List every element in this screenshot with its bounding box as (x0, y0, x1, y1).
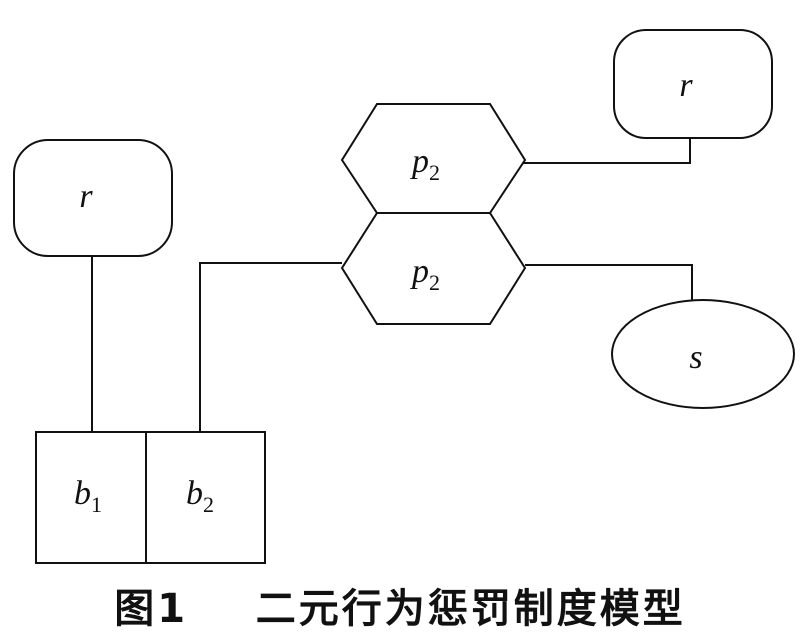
behavior-box-b1-sub: 1 (91, 492, 102, 517)
figure-title: 二元行为惩罚制度模型 (255, 586, 686, 632)
penalty-hexagon-top-label: p (410, 143, 429, 180)
svg-text:r: r (679, 67, 693, 104)
role-node-left-label: r (79, 178, 93, 215)
behavior-box-b2-sub: 2 (203, 492, 214, 517)
behavior-box-b2: b2 (145, 431, 266, 564)
figure-number: 图1 (114, 586, 189, 632)
figure-caption: 图1 二元行为惩罚制度模型 (0, 582, 800, 636)
svg-text:p2: p2 (410, 143, 440, 185)
role-node-right: r (613, 29, 773, 139)
sanction-ellipse-label: s (689, 339, 702, 376)
svg-text:b1: b1 (74, 475, 102, 517)
role-node-left: r (13, 139, 173, 257)
connector-b2-to-p2-bottom (199, 262, 342, 432)
penalty-hexagon-top: p2 (340, 103, 527, 214)
behavior-box-b1-label: b (74, 475, 91, 512)
behavior-box-b2-label: b (186, 475, 203, 512)
connector-p2-bottom-to-s (525, 264, 693, 300)
sanction-ellipse: s (611, 299, 795, 409)
penalty-hexagon-bottom-sub: 2 (429, 270, 440, 295)
svg-text:p2: p2 (410, 253, 440, 295)
svg-text:b2: b2 (186, 475, 214, 517)
svg-text:s: s (689, 339, 702, 376)
connector-p2-top-to-r (523, 138, 691, 164)
penalty-hexagon-bottom: p2 (340, 212, 527, 325)
penalty-hexagon-top-sub: 2 (429, 160, 440, 185)
svg-text:r: r (79, 178, 93, 215)
penalty-hexagon-bottom-label: p (410, 253, 429, 290)
behavior-box-b1: b1 (35, 431, 147, 564)
role-node-right-label: r (679, 67, 693, 104)
